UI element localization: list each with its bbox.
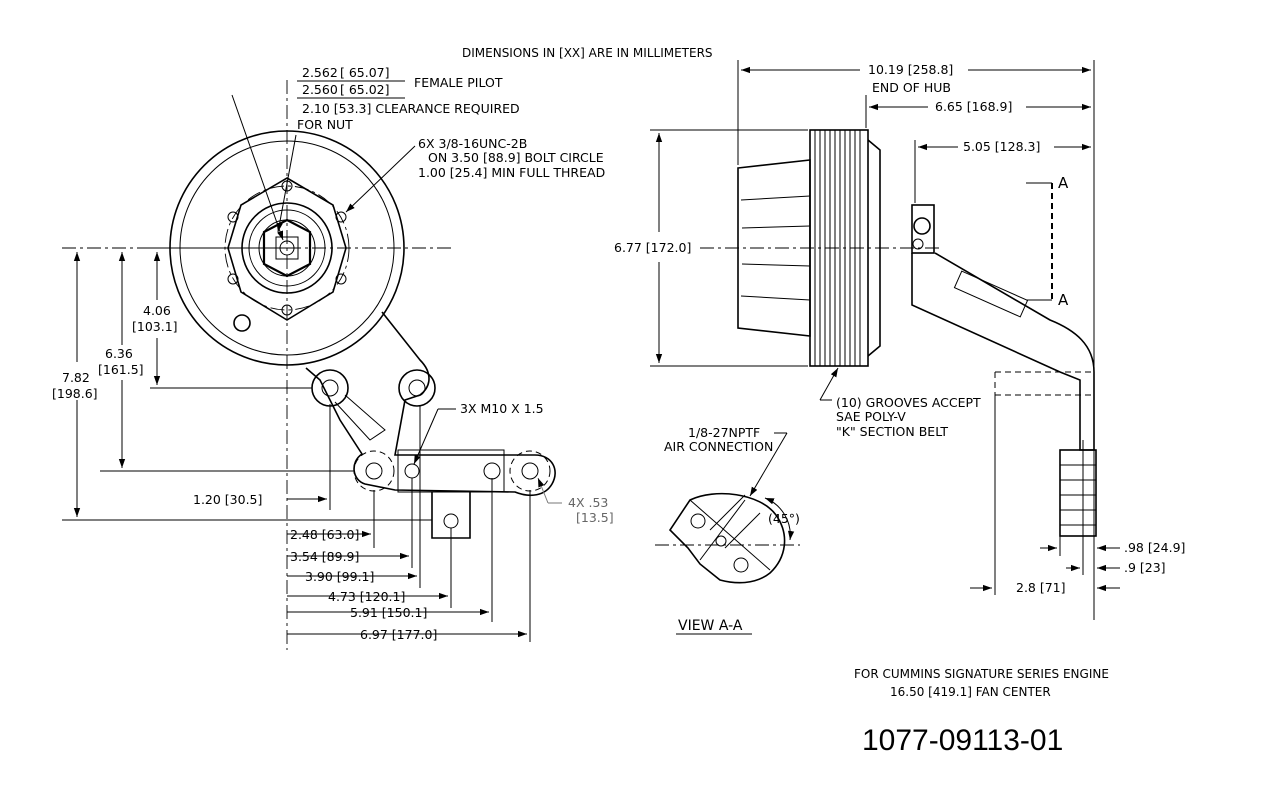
dim-3-54: 3.54 [89.9] [290, 549, 359, 564]
dim-overall: 10.19 [258.8] [868, 62, 953, 77]
dim-9: .9 [23] [1124, 560, 1166, 575]
pilot-lower-in: 2.560 [302, 82, 338, 97]
pin-hole [233, 314, 251, 332]
dim-pivot: 5.05 [128.3] [963, 139, 1040, 154]
grooves-note-2: SAE POLY-V [836, 409, 906, 424]
fan-hub-body [737, 159, 811, 337]
bolt-note-2: ON 3.50 [88.9] BOLT CIRCLE [428, 150, 604, 165]
tensioner-arm [911, 252, 1095, 451]
dim-98: .98 [24.9] [1124, 540, 1185, 555]
part-number: 1077-09113-01 [862, 724, 1063, 757]
slots-note: 4X .53 [568, 495, 608, 510]
front-view: 4.06 [103.1] 6.36 [161.5] 7.82 [198.6] 1… [52, 65, 614, 650]
dim-103-1: [103.1] [132, 319, 178, 334]
dim-3-90: 3.90 [99.1] [305, 569, 374, 584]
air-note-2: AIR CONNECTION [664, 439, 773, 454]
section-view-a-a: (45°) 1/8-27NPTF AIR CONNECTION VIEW A-A [655, 425, 800, 635]
bolt-note-3: 1.00 [25.4] MIN FULL THREAD [418, 165, 605, 180]
section-mark-bottom: A [1058, 291, 1069, 309]
pilot-lower-mm: [ 65.02] [340, 82, 390, 97]
metric-holes-note: 3X M10 X 1.5 [460, 401, 544, 416]
clearance-line-2: FOR NUT [297, 117, 353, 132]
bolt-note-1: 6X 3/8-16UNC-2B [418, 136, 527, 151]
dim-5-91: 5.91 [150.1] [350, 605, 427, 620]
dim-diameter: 6.77 [172.0] [614, 240, 691, 255]
dim-4-06: 4.06 [143, 303, 171, 318]
grooves-note-1: (10) GROOVES ACCEPT [836, 395, 981, 410]
dim-2-48: 2.48 [63.0] [290, 527, 359, 542]
pilot-upper-in: 2.562 [302, 65, 338, 80]
bolt-holes [227, 180, 347, 316]
hub-flange [227, 177, 347, 321]
dim-7-82: 7.82 [62, 370, 90, 385]
grooves-note-3: "K" SECTION BELT [836, 424, 948, 439]
dim-hub: 6.65 [168.9] [935, 99, 1012, 114]
engine-note-1: FOR CUMMINS SIGNATURE SERIES ENGINE [854, 667, 1109, 681]
dim-6-36: 6.36 [105, 346, 133, 361]
side-view: 10.19 [258.8] END OF HUB 6.65 [168.9] 5.… [614, 60, 1185, 620]
dim-1-20: 1.20 [30.5] [193, 492, 262, 507]
mount-block [1059, 449, 1097, 537]
slots-note-mm: [13.5] [576, 510, 614, 525]
dim-161-5: [161.5] [98, 362, 144, 377]
angle-note: (45°) [768, 511, 800, 526]
units-note: DIMENSIONS IN [XX] ARE IN MILLIMETERS [462, 46, 713, 60]
air-note-1: 1/8-27NPTF [688, 425, 760, 440]
clearance-line-1: 2.10 [53.3] CLEARANCE REQUIRED [302, 101, 520, 116]
dim-4-73: 4.73 [120.1] [328, 589, 405, 604]
engine-note-2: 16.50 [419.1] FAN CENTER [890, 685, 1051, 699]
dim-198-6: [198.6] [52, 386, 98, 401]
view-label: VIEW A-A [678, 618, 743, 634]
hub-nut [262, 218, 312, 278]
end-of-hub: END OF HUB [872, 80, 951, 95]
section-mark-top: A [1058, 174, 1069, 192]
dim-28: 2.8 [71] [1016, 580, 1066, 595]
pilot-upper-mm: [ 65.07] [340, 65, 390, 80]
pilot-label: FEMALE PILOT [414, 75, 503, 90]
dim-6-97: 6.97 [177.0] [360, 627, 437, 642]
